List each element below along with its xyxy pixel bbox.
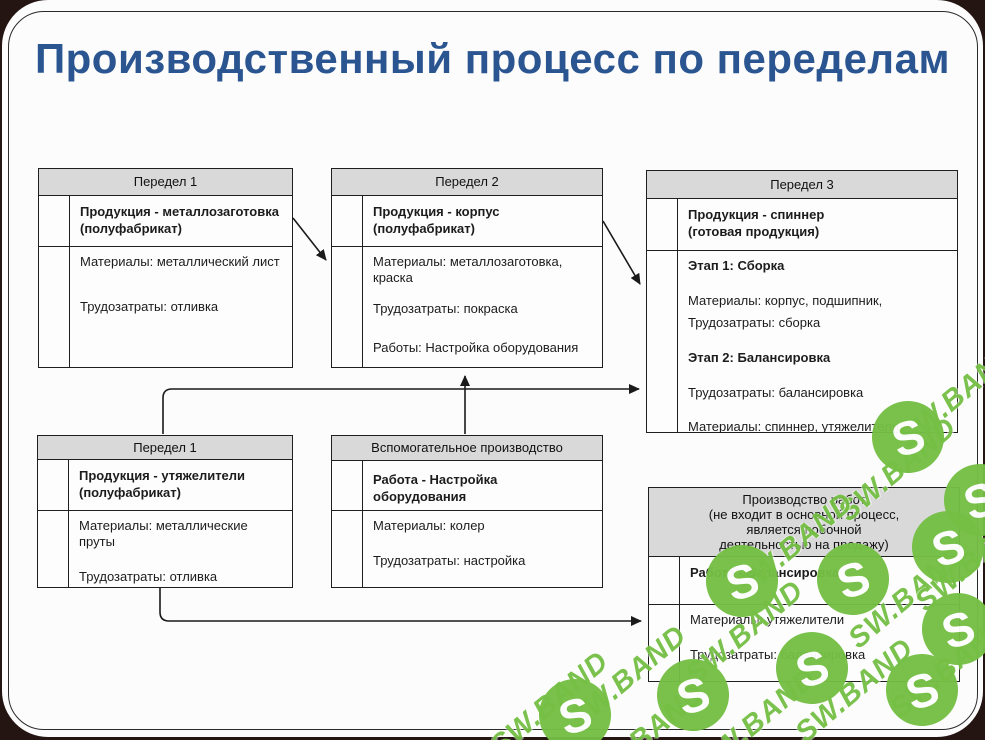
box-product-text: Продукция - спиннер(готовая продукция) [688,207,825,239]
box-left-strip [647,251,678,432]
box-product-text: Работа - Настройка оборудования [373,472,498,504]
arrow-peredel1bottom-to-peredel3 [162,384,640,434]
box-product-text: Продукция - корпус(полуфабрикат) [373,204,500,236]
box-body-line: Трудозатраты: отливка [80,299,219,314]
process-box-peredel-1-bottom: Передел 1 Продукция - утяжелители(полуфа… [37,435,293,588]
box-body-line: Трудозатраты: сборка [688,315,821,330]
slide-border [8,11,978,730]
box-left-strip [38,511,69,587]
box-body-line: Этап 1: Сборка [688,258,785,273]
box-body-line: Трудозатраты: настройка [373,553,526,568]
box-body-line: Материалы: колер [373,518,485,533]
box-body-line: Материалы: металлические пруты [79,518,248,549]
box-left-strip [332,196,363,246]
arrow-peredel1-to-peredel2 [292,217,327,261]
box-left-strip [39,247,70,367]
box-left-strip [332,247,363,367]
slide-title: Производственный процесс по переделам [34,35,951,82]
box-left-strip [649,605,680,681]
box-body-line: Трудозатраты: отливка [79,569,218,584]
box-left-strip [332,511,363,587]
box-product-text: Продукция - утяжелители(полуфабрикат) [79,468,246,500]
box-body-line: Трудозатраты: покраска [373,301,518,316]
box-header: Передел 2 [332,169,602,196]
box-left-strip [39,196,70,246]
process-box-auxiliary-production: Вспомогательное производство Работа - На… [331,435,603,588]
box-product-text: Продукция - металлозаготовка(полуфабрика… [80,204,279,236]
box-header: Передел 3 [647,171,957,199]
box-body-line: Этап 2: Балансировка [688,350,831,365]
box-body-line: Материалы: металлический лист [80,254,280,269]
box-body-line: Материалы: спиннер, утяжелители [688,419,899,433]
box-left-strip [647,199,678,250]
box-header: Передел 1 [38,436,292,460]
box-body-line: Материалы: утяжелители [690,612,845,627]
box-left-strip [649,557,680,604]
box-header: Передел 1 [39,169,292,196]
box-left-strip [332,461,363,510]
box-body-line: Материалы: металлозаготовка, краска [373,254,563,285]
process-box-peredel-1-top: Передел 1 Продукция - металлозаготовка(п… [38,168,293,368]
box-body-line: Трудозатраты: балансировка [688,385,864,400]
arrow-peredel2-to-peredel3 [602,220,641,285]
box-header: Вспомогательное производство [332,436,602,461]
box-body-line: Работы: Настройка оборудования [373,340,579,355]
box-left-strip [38,460,69,510]
process-box-peredel-2: Передел 2 Продукция - корпус(полуфабрика… [331,168,603,368]
box-body-line: Материалы: корпус, подшипник, [688,293,883,308]
process-box-peredel-3: Передел 3 Продукция - спиннер(готовая пр… [646,170,958,433]
arrow-peredel1bottom-to-works [159,588,642,626]
